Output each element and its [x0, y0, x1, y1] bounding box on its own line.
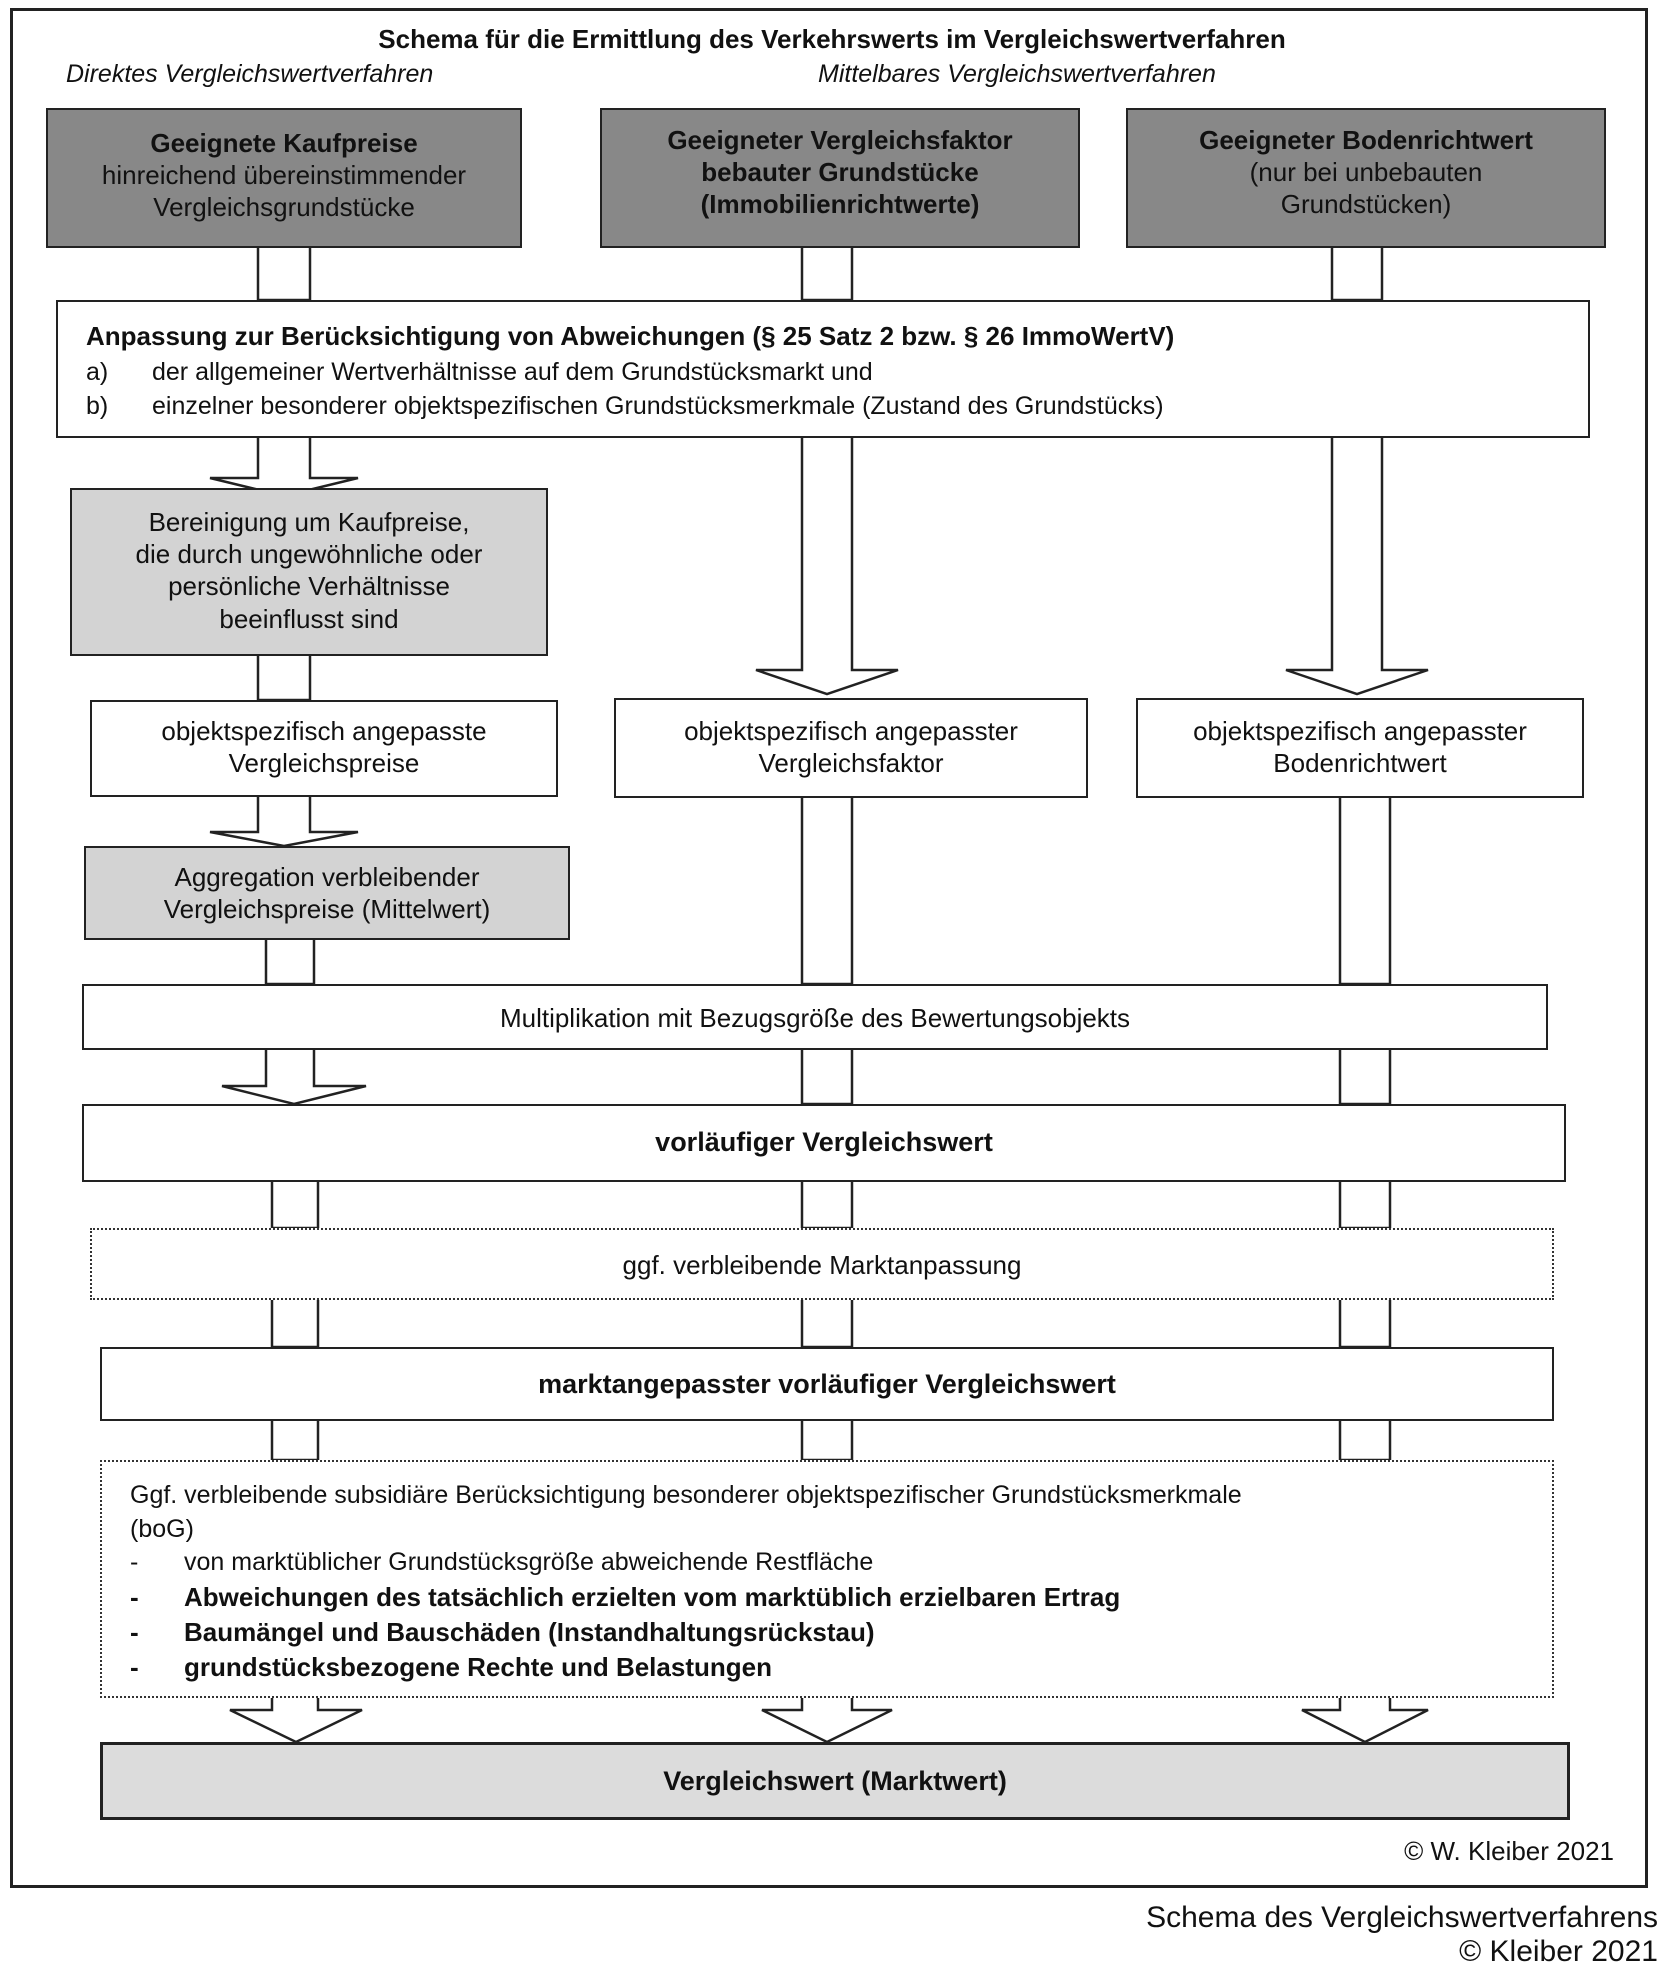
- shaft-multiplikation-vorlaeufig-c3: [1338, 1048, 1392, 1106]
- bereinigung-line3: persönliche Verhältnisse: [168, 571, 450, 602]
- vergleichsfaktor-line3: (Immobilienrichtwerte): [700, 189, 980, 220]
- angepasst-faktor-line2: Vergleichsfaktor: [758, 748, 944, 779]
- shaft-kaufpreise-anpassung: [256, 246, 312, 302]
- kaufpreise-title: Geeignete Kaufpreise: [150, 128, 418, 158]
- bog-text-4: grundstücksbezogene Rechte und Belastung…: [184, 1652, 772, 1682]
- arrow-anpassung-bereinigung: [209, 436, 359, 498]
- bog-item-2: - Abweichungen des tatsächlich erzielten…: [130, 1582, 1552, 1613]
- shaft-bereinigung-angepasst: [256, 654, 312, 702]
- bereinigung-line1: Bereinigung um Kaufpreise,: [148, 507, 470, 537]
- diagram-title: Schema für die Ermittlung des Verkehrswe…: [378, 24, 1286, 54]
- shaft-marktanpassung-marktangepasst: [270, 1298, 320, 1349]
- left-heading: Direktes Vergleichswertverfahren: [66, 60, 434, 88]
- anpassung-item-b: b) einzelner besonderer objektspezifisch…: [86, 392, 1588, 421]
- box-marktanpassung: ggf. verbleibende Marktanpassung: [90, 1228, 1554, 1300]
- bog-text-1: von marktüblicher Grundstücksgröße abwei…: [184, 1548, 874, 1576]
- shaft-marktanpassung-marktangepasst-c2: [800, 1298, 854, 1349]
- aggregation-line1: Aggregation verbleibender: [174, 862, 480, 892]
- arrow-bog-vergleichswert-c2: [761, 1696, 893, 1744]
- box-geeigneter-vergleichsfaktor: Geeigneter Vergleichsfaktor bebauter Gru…: [600, 108, 1080, 248]
- anpassung-marker-a: a): [86, 358, 109, 386]
- box-anpassung: Anpassung zur Berücksichtigung von Abwei…: [56, 300, 1590, 438]
- anpassung-item-a: a) der allgemeiner Wertverhältnisse auf …: [86, 358, 1588, 387]
- arrow-anpassung-angepasst-boden: [1285, 436, 1429, 696]
- arrow-bog-vergleichswert-c3: [1301, 1696, 1429, 1744]
- box-vorlaeufiger-vergleichswert: vorläufiger Vergleichswert: [82, 1104, 1566, 1182]
- arrow-multiplikation-vorlaeufig: [221, 1048, 367, 1106]
- anpassung-marker-b: b): [86, 392, 109, 420]
- bog-marker-1: -: [130, 1548, 139, 1576]
- kaufpreise-line2: Vergleichsgrundstücke: [153, 192, 415, 223]
- bog-marker-4: -: [130, 1652, 139, 1682]
- shaft-marktanpassung-marktangepasst-c3: [1338, 1298, 1392, 1349]
- bog-intro-line1: Ggf. verbleibende subsidiäre Berücksicht…: [130, 1481, 1242, 1509]
- bog-text-3: Baumängel und Bauschäden (Instandhaltung…: [184, 1617, 875, 1647]
- vergleichsfaktor-line2: bebauter Grundstücke: [701, 157, 979, 188]
- shaft-vergleichsfaktor-anpassung: [800, 246, 854, 302]
- caption-line1: Schema des Vergleichswertverfahrens: [1146, 1901, 1658, 1934]
- multiplikation-text: Multiplikation mit Bezugsgröße des Bewer…: [499, 1003, 1131, 1033]
- shaft-vorlaeufig-marktanpassung: [270, 1180, 320, 1230]
- anpassung-text-a: der allgemeiner Wertverhältnisse auf dem…: [152, 358, 873, 386]
- box-geeigneter-bodenrichtwert: Geeigneter Bodenrichtwert (nur bei unbeb…: [1126, 108, 1606, 248]
- right-heading: Mittelbares Vergleichswertverfahren: [818, 60, 1216, 88]
- anpassung-heading: Anpassung zur Berücksichtigung von Abwei…: [86, 321, 1175, 351]
- angepasst-preise-line1: objektspezifisch angepasste: [161, 716, 487, 746]
- shaft-vorlaeufig-marktanpassung-c2: [800, 1180, 854, 1230]
- bereinigung-line4: beeinflusst sind: [219, 603, 399, 634]
- shaft-marktangepasst-bog: [270, 1419, 320, 1462]
- box-bog: Ggf. verbleibende subsidiäre Berücksicht…: [100, 1460, 1554, 1698]
- diagram-frame: [10, 8, 1648, 1888]
- bog-intro-line2: (boG): [130, 1515, 194, 1543]
- vergleichswert-text: Vergleichswert (Marktwert): [663, 1766, 1007, 1796]
- angepasst-preise-line2: Vergleichspreise: [228, 748, 420, 779]
- shaft-aggregation-multiplikation: [264, 938, 316, 986]
- angepasst-boden-line2: Bodenrichtwert: [1273, 748, 1447, 779]
- shaft-marktangepasst-bog-c3: [1338, 1419, 1392, 1462]
- shaft-angepasst-boden-multiplikation: [1338, 796, 1392, 986]
- bog-text-2: Abweichungen des tatsächlich erzielten v…: [184, 1582, 1121, 1612]
- bog-item-4: - grundstücksbezogene Rechte und Belastu…: [130, 1652, 1552, 1683]
- box-marktangepasster-vergleichswert: marktangepasster vorläufiger Vergleichsw…: [100, 1347, 1554, 1421]
- arrow-angepasst-aggregation: [209, 795, 359, 848]
- shaft-angepasst-faktor-multiplikation: [800, 796, 854, 986]
- angepasst-boden-line1: objektspezifisch angepasster: [1193, 716, 1527, 746]
- arrow-anpassung-angepasst-faktor: [755, 436, 899, 696]
- shaft-bodenrichtwert-anpassung: [1330, 246, 1384, 302]
- anpassung-text-b: einzelner besonderer objektspezifischen …: [152, 392, 1164, 420]
- box-geeignete-kaufpreise: Geeignete Kaufpreise hinreichend überein…: [46, 108, 522, 248]
- angepasst-faktor-line1: objektspezifisch angepasster: [684, 716, 1018, 746]
- bereinigung-line2: die durch ungewöhnliche oder: [135, 539, 483, 570]
- box-vergleichswert-marktwert: Vergleichswert (Marktwert): [100, 1742, 1570, 1820]
- box-angepasster-vergleichsfaktor: objektspezifisch angepasster Vergleichsf…: [614, 698, 1088, 798]
- bog-marker-2: -: [130, 1582, 139, 1612]
- kaufpreise-line1: hinreichend übereinstimmender: [101, 160, 467, 191]
- bog-item-3: - Baumängel und Bauschäden (Instandhaltu…: [130, 1617, 1552, 1648]
- shaft-multiplikation-vorlaeufig-c2: [800, 1048, 854, 1106]
- vergleichsfaktor-line1: Geeigneter Vergleichsfaktor: [667, 125, 1013, 155]
- bog-marker-3: -: [130, 1617, 139, 1647]
- bodenrichtwert-line2: Grundstücken): [1280, 189, 1452, 220]
- bodenrichtwert-title: Geeigneter Bodenrichtwert: [1199, 125, 1533, 155]
- aggregation-line2: Vergleichspreise (Mittelwert): [163, 894, 491, 925]
- box-angepasste-vergleichspreise: objektspezifisch angepasste Vergleichspr…: [90, 700, 558, 797]
- box-multiplikation: Multiplikation mit Bezugsgröße des Bewer…: [82, 984, 1548, 1050]
- box-angepasster-bodenrichtwert: objektspezifisch angepasster Bodenrichtw…: [1136, 698, 1584, 798]
- marktangepasst-text: marktangepasster vorläufiger Vergleichsw…: [538, 1369, 1116, 1399]
- copyright-inner: © W. Kleiber 2021: [1404, 1836, 1614, 1866]
- arrow-bog-vergleichswert: [229, 1696, 363, 1744]
- marktanpassung-text: ggf. verbleibende Marktanpassung: [622, 1250, 1022, 1280]
- box-bereinigung: Bereinigung um Kaufpreise, die durch ung…: [70, 488, 548, 656]
- bog-item-1: - von marktüblicher Grundstücksgröße abw…: [130, 1548, 1552, 1577]
- box-aggregation: Aggregation verbleibender Vergleichsprei…: [84, 846, 570, 940]
- shaft-marktangepasst-bog-c2: [800, 1419, 854, 1462]
- shaft-vorlaeufig-marktanpassung-c3: [1338, 1180, 1392, 1230]
- caption-line2: © Kleiber 2021: [1459, 1935, 1658, 1968]
- vorlaeufig-text: vorläufiger Vergleichswert: [655, 1127, 993, 1157]
- bodenrichtwert-line1: (nur bei unbebauten: [1249, 157, 1483, 188]
